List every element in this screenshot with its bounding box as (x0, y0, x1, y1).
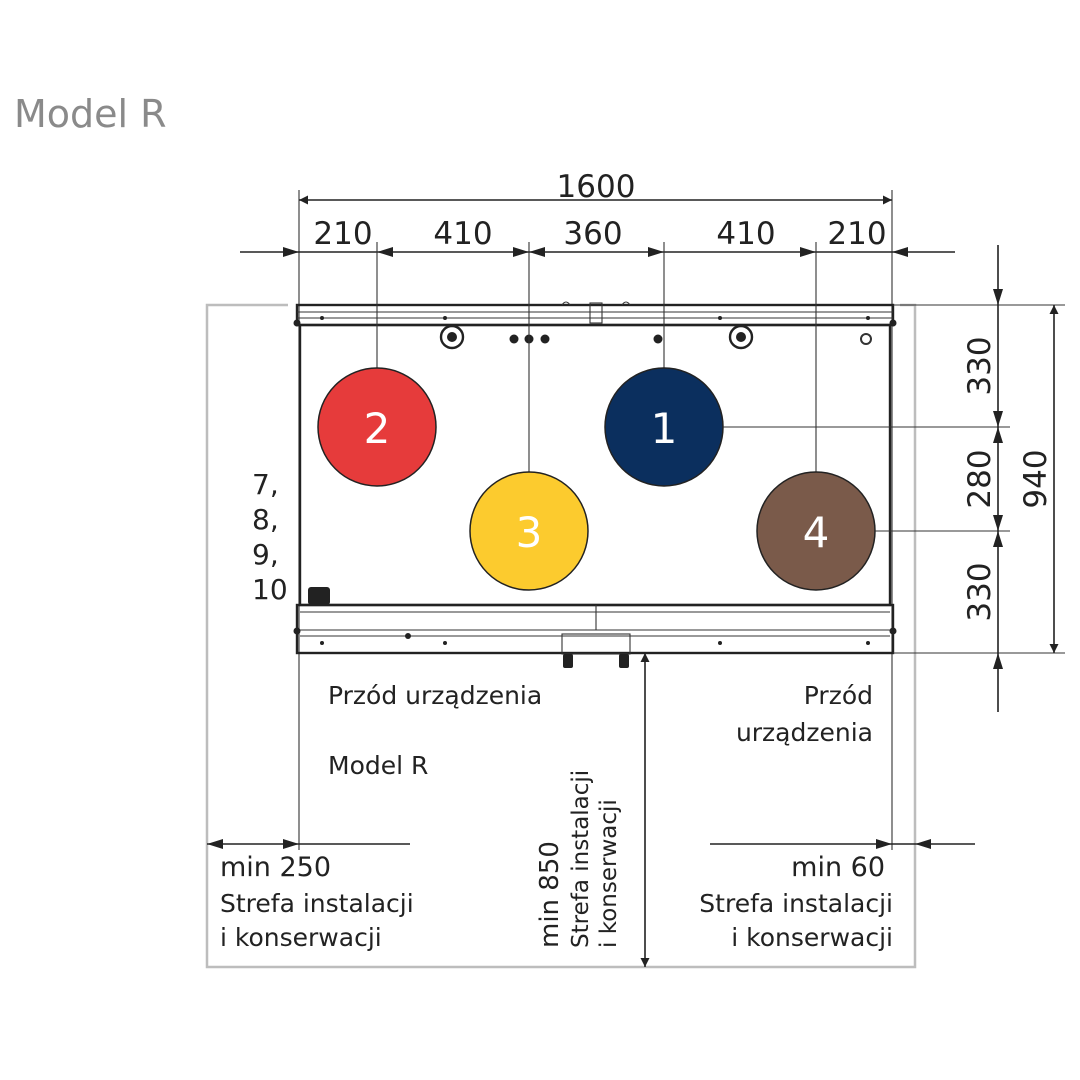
right-clearance-line2: i konserwacji (731, 923, 893, 952)
left-clearance: min 250 Strefa instalacji i konserwacji (207, 839, 414, 952)
dimension-right-1: 330 (962, 336, 998, 395)
dimension-segment-4: 410 (716, 216, 775, 252)
port-3-circle (469, 471, 589, 591)
page-title: Model R (14, 92, 167, 136)
front-label-left: Przód urządzenia (328, 681, 542, 710)
dimension-right-2: 280 (962, 449, 998, 508)
port-3-label: 3 (516, 508, 543, 557)
left-clearance-value: min 250 (220, 852, 331, 883)
port-4-label: 4 (803, 508, 830, 557)
svg-text:9,: 9, (252, 538, 279, 571)
port-1-label: 1 (651, 404, 678, 453)
port-4: 4 (756, 471, 876, 591)
port-2: 2 (317, 367, 437, 487)
right-dimensions: 330 280 330 940 (723, 245, 1065, 712)
model-label-inner: Model R (328, 751, 428, 780)
dimension-total-width: 1600 (557, 169, 636, 205)
top-dimensions: 1600 210 410 360 410 210 (240, 169, 955, 850)
left-clearance-line1: Strefa instalacji (220, 889, 414, 918)
front-clearance-value: min 850 (535, 841, 565, 948)
dimension-segment-5: 210 (827, 216, 886, 252)
svg-text:10: 10 (252, 573, 288, 606)
right-clearance-value: min 60 (791, 852, 885, 883)
dimension-segment-3: 360 (563, 216, 622, 252)
front-label-right-1: Przód (804, 681, 873, 710)
front-clearance-line2: i konserwacji (596, 799, 622, 948)
dimension-total-height: 940 (1018, 449, 1054, 508)
svg-text:7,: 7, (252, 468, 279, 501)
left-clearance-line2: i konserwacji (220, 923, 382, 952)
front-clearance-line1: Strefa instalacji (568, 770, 594, 948)
front-label-right-2: urządzenia (736, 718, 873, 747)
dimension-segment-1: 210 (313, 216, 372, 252)
right-clearance-line1: Strefa instalacji (699, 889, 893, 918)
right-clearance: min 60 Strefa instalacji i konserwacji (699, 839, 975, 952)
dimension-right-3: 330 (962, 562, 998, 621)
dimension-segment-2: 410 (433, 216, 492, 252)
port-3: 3 (469, 471, 589, 591)
port-2-label: 2 (364, 404, 391, 453)
port-2-circle (317, 367, 437, 487)
unit-body (293, 301, 897, 668)
ports-7-10-label: 7, 8, 9, 10 (252, 468, 288, 606)
port-1: 1 (604, 367, 724, 487)
front-clearance: min 850 Strefa instalacji i konserwacji (535, 653, 650, 967)
port-leaders (376, 242, 817, 472)
svg-text:8,: 8, (252, 503, 279, 536)
